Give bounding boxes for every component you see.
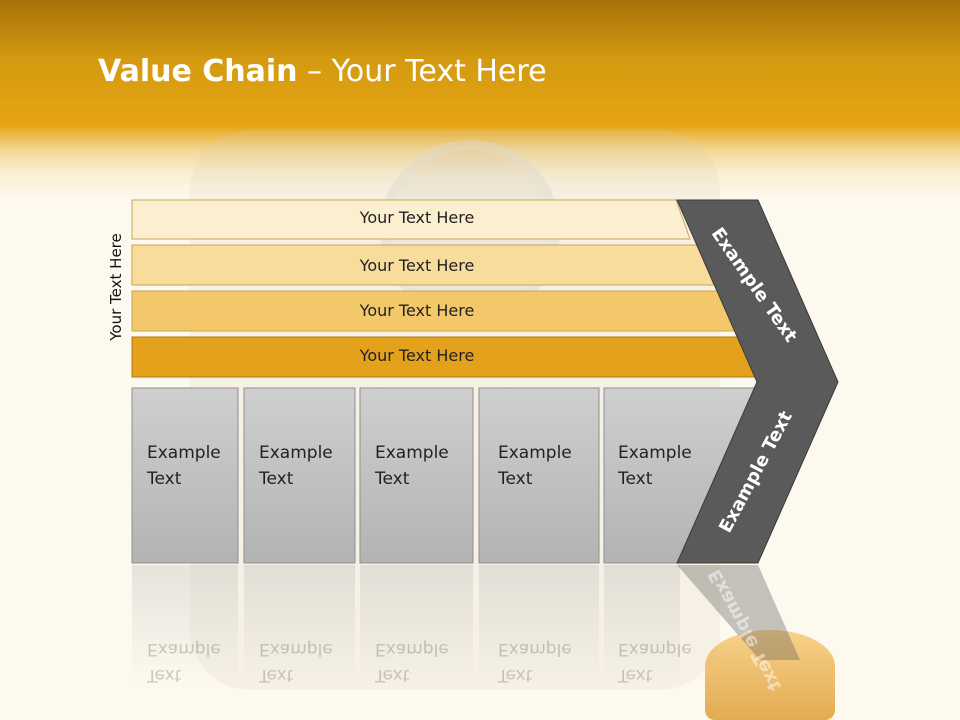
measuring-tape-image [705,630,835,720]
row-label-2[interactable]: Your Text Here [359,256,475,275]
box-3-reflection [360,565,473,685]
row-label-4[interactable]: Your Text Here [359,346,475,365]
chevron-reflection [677,565,800,660]
box-2-reflection [244,565,355,685]
box-2[interactable] [243,387,356,564]
row-bar-1[interactable] [131,199,691,240]
row-label-3[interactable]: Your Text Here [359,301,475,320]
box-4-reflection [479,565,599,685]
box-3[interactable] [359,387,474,564]
title-rest: – Your Text Here [297,54,547,89]
row-label-1[interactable]: Your Text Here [359,208,475,227]
box-1-reflection [132,565,238,685]
title-bold: Value Chain [98,54,298,89]
chevron-arrow[interactable] [676,199,839,564]
box-5-reflection [604,565,680,685]
box-1[interactable] [131,387,239,564]
box-4[interactable] [478,387,600,564]
side-label[interactable]: Your Text Here [107,233,125,341]
slide-title[interactable]: Value Chain – Your Text Here [98,54,547,89]
